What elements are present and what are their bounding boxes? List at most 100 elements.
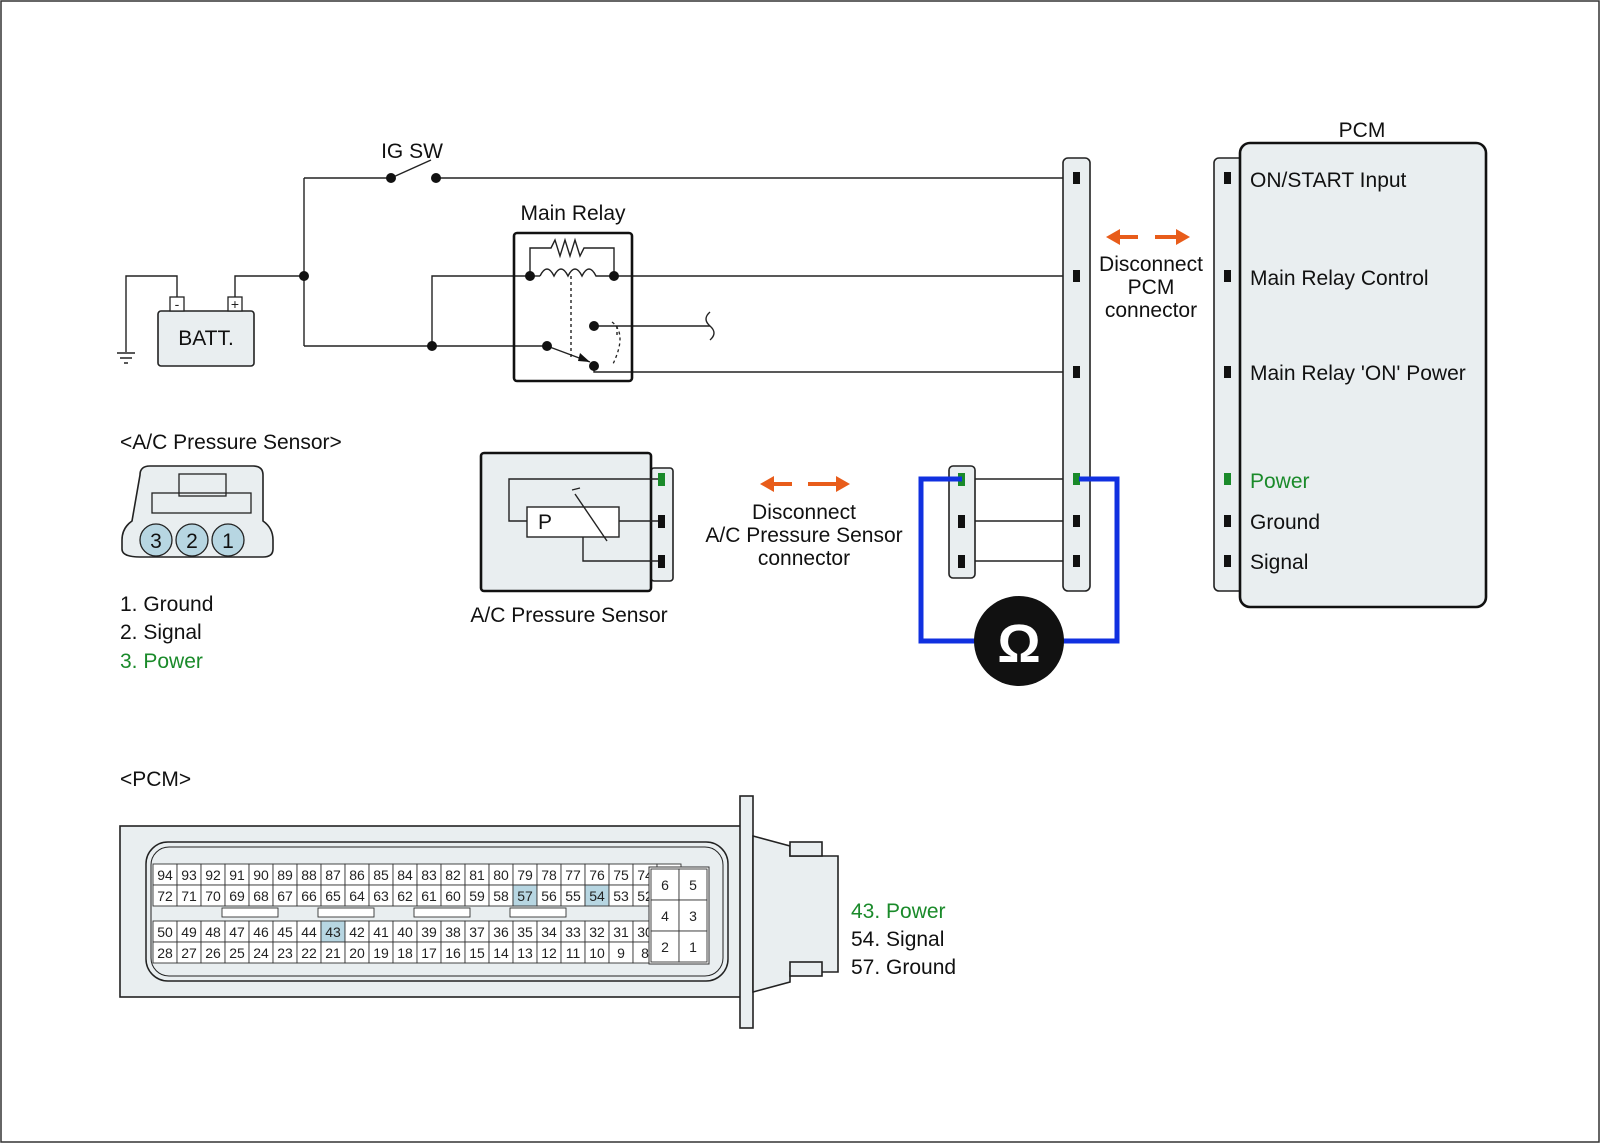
pcm-pin-number: 17 — [421, 945, 437, 961]
pcm-pin-number: 55 — [565, 888, 581, 904]
pcm-small-pin-cell — [650, 899, 680, 932]
pcm-pin-number: 83 — [421, 867, 437, 883]
pcm-legend-power: 43. Power — [851, 900, 946, 923]
pcm-small-pin-number: 2 — [661, 939, 669, 955]
pcm-connector-header: <PCM> — [120, 768, 191, 791]
pcm-pin-number: 43 — [325, 924, 341, 940]
pcm-pin-number: 36 — [493, 924, 509, 940]
pcm-pin-number: 72 — [157, 888, 173, 904]
pcm-pin-number: 88 — [301, 867, 317, 883]
pcm-pin-number: 9 — [617, 945, 625, 961]
pcm-pin-number: 40 — [397, 924, 413, 940]
disconnect-pcm-line2: PCM — [1128, 276, 1175, 299]
pcm-pin-number: 25 — [229, 945, 245, 961]
pcm-block: PCM ON/START Input Main Relay Control Ma… — [1213, 119, 1488, 609]
pcm-pin-number: 42 — [349, 924, 365, 940]
disconnect-ac-line3: connector — [758, 547, 850, 570]
pcm-pin-number: 33 — [565, 924, 581, 940]
pcm-pin-number: 89 — [277, 867, 293, 883]
pcm-pin-number: 19 — [373, 945, 389, 961]
disconnect-pcm-line3: connector — [1105, 299, 1197, 322]
pcm-pin-power: Power — [1250, 470, 1310, 493]
ac-legend-ground: 1. Ground — [120, 593, 213, 616]
pcm-pin-number: 13 — [517, 945, 533, 961]
pcm-pin-ground: Ground — [1250, 511, 1320, 534]
pcm-pin-number: 79 — [517, 867, 533, 883]
pcm-pin-number: 8 — [641, 945, 649, 961]
pcm-pin-number: 37 — [469, 924, 485, 940]
pcm-pin-number: 65 — [325, 888, 341, 904]
pcm-small-pin-number: 4 — [661, 908, 669, 924]
pcm-pin-number: 32 — [589, 924, 605, 940]
ac-connector-header: <A/C Pressure Sensor> — [120, 431, 342, 454]
pcm-pin-number: 12 — [541, 945, 557, 961]
pcm-pin-number: 46 — [253, 924, 269, 940]
ohm-icon: Ω — [997, 614, 1040, 674]
pcm-pin-number: 57 — [517, 888, 533, 904]
pcm-pin-number: 54 — [589, 888, 605, 904]
pcm-pin-number: 60 — [445, 888, 461, 904]
pcm-pin-number: 18 — [397, 945, 413, 961]
pcm-pin-number: 62 — [397, 888, 413, 904]
pcm-pin-number: 92 — [205, 867, 221, 883]
ac-harness-connector — [948, 465, 976, 579]
pcm-title: PCM — [1339, 119, 1386, 142]
pcm-pin-number: 53 — [613, 888, 629, 904]
pcm-pin-number: 71 — [181, 888, 197, 904]
pcm-pin-number: 14 — [493, 945, 509, 961]
pcm-pin-number: 66 — [301, 888, 317, 904]
main-relay-label: Main Relay — [520, 202, 626, 225]
pcm-pin-number: 48 — [205, 924, 221, 940]
main-relay: Main Relay — [512, 202, 634, 383]
disconnect-ac-line1: Disconnect — [752, 501, 856, 524]
pcm-pin-number: 63 — [373, 888, 389, 904]
ig-switch-label: IG SW — [381, 140, 443, 163]
pcm-pin-number: 80 — [493, 867, 509, 883]
pcm-pin-number: 16 — [445, 945, 461, 961]
pcm-pin-number: 75 — [613, 867, 629, 883]
pcm-pin-number: 22 — [301, 945, 317, 961]
disconnect-pcm-arrows — [1106, 229, 1190, 245]
pcm-small-pin-number: 1 — [689, 939, 697, 955]
pcm-small-pin-number: 5 — [689, 877, 697, 893]
pcm-pin-number: 11 — [566, 945, 581, 961]
pcm-pin-number: 59 — [469, 888, 485, 904]
disconnect-ac-arrows — [760, 476, 850, 492]
pcm-pin-number: 70 — [205, 888, 221, 904]
pcm-pin-number: 91 — [229, 867, 245, 883]
pcm-pin-number: 90 — [253, 867, 269, 883]
pcm-pin-number: 41 — [373, 924, 389, 940]
pcm-pin-number: 35 — [517, 924, 533, 940]
pcm-pin-number: 27 — [181, 945, 197, 961]
battery-label: BATT. — [178, 327, 234, 350]
pcm-pin-number: 61 — [421, 888, 437, 904]
pcm-pin-number: 21 — [325, 945, 341, 961]
pcm-pin-number: 64 — [349, 888, 365, 904]
harness-connector — [1062, 157, 1091, 592]
pcm-pin-number: 78 — [541, 867, 557, 883]
disconnect-pcm-line1: Disconnect — [1099, 253, 1203, 276]
pcm-pin-number: 77 — [565, 867, 581, 883]
ac-sensor-caption: A/C Pressure Sensor — [470, 604, 667, 627]
pcm-pin-number: 81 — [469, 867, 485, 883]
ac-pin-1: 1 — [222, 530, 234, 553]
pcm-pin-number: 38 — [445, 924, 461, 940]
disconnect-ac-line2: A/C Pressure Sensor — [705, 524, 902, 547]
pcm-pin-number: 24 — [253, 945, 269, 961]
pcm-pin-main-relay-control: Main Relay Control — [1250, 267, 1429, 290]
battery-minus-label: - — [175, 296, 180, 312]
pcm-small-pin-cell — [678, 930, 708, 963]
wiring — [234, 159, 1077, 562]
pcm-pin-number: 31 — [613, 924, 629, 940]
pcm-pin-number: 39 — [421, 924, 437, 940]
pcm-pin-number: 76 — [589, 867, 605, 883]
pcm-pin-number: 23 — [277, 945, 293, 961]
pcm-pin-number: 86 — [349, 867, 365, 883]
pcm-pin-number: 67 — [277, 888, 293, 904]
pcm-pin-number: 68 — [253, 888, 269, 904]
